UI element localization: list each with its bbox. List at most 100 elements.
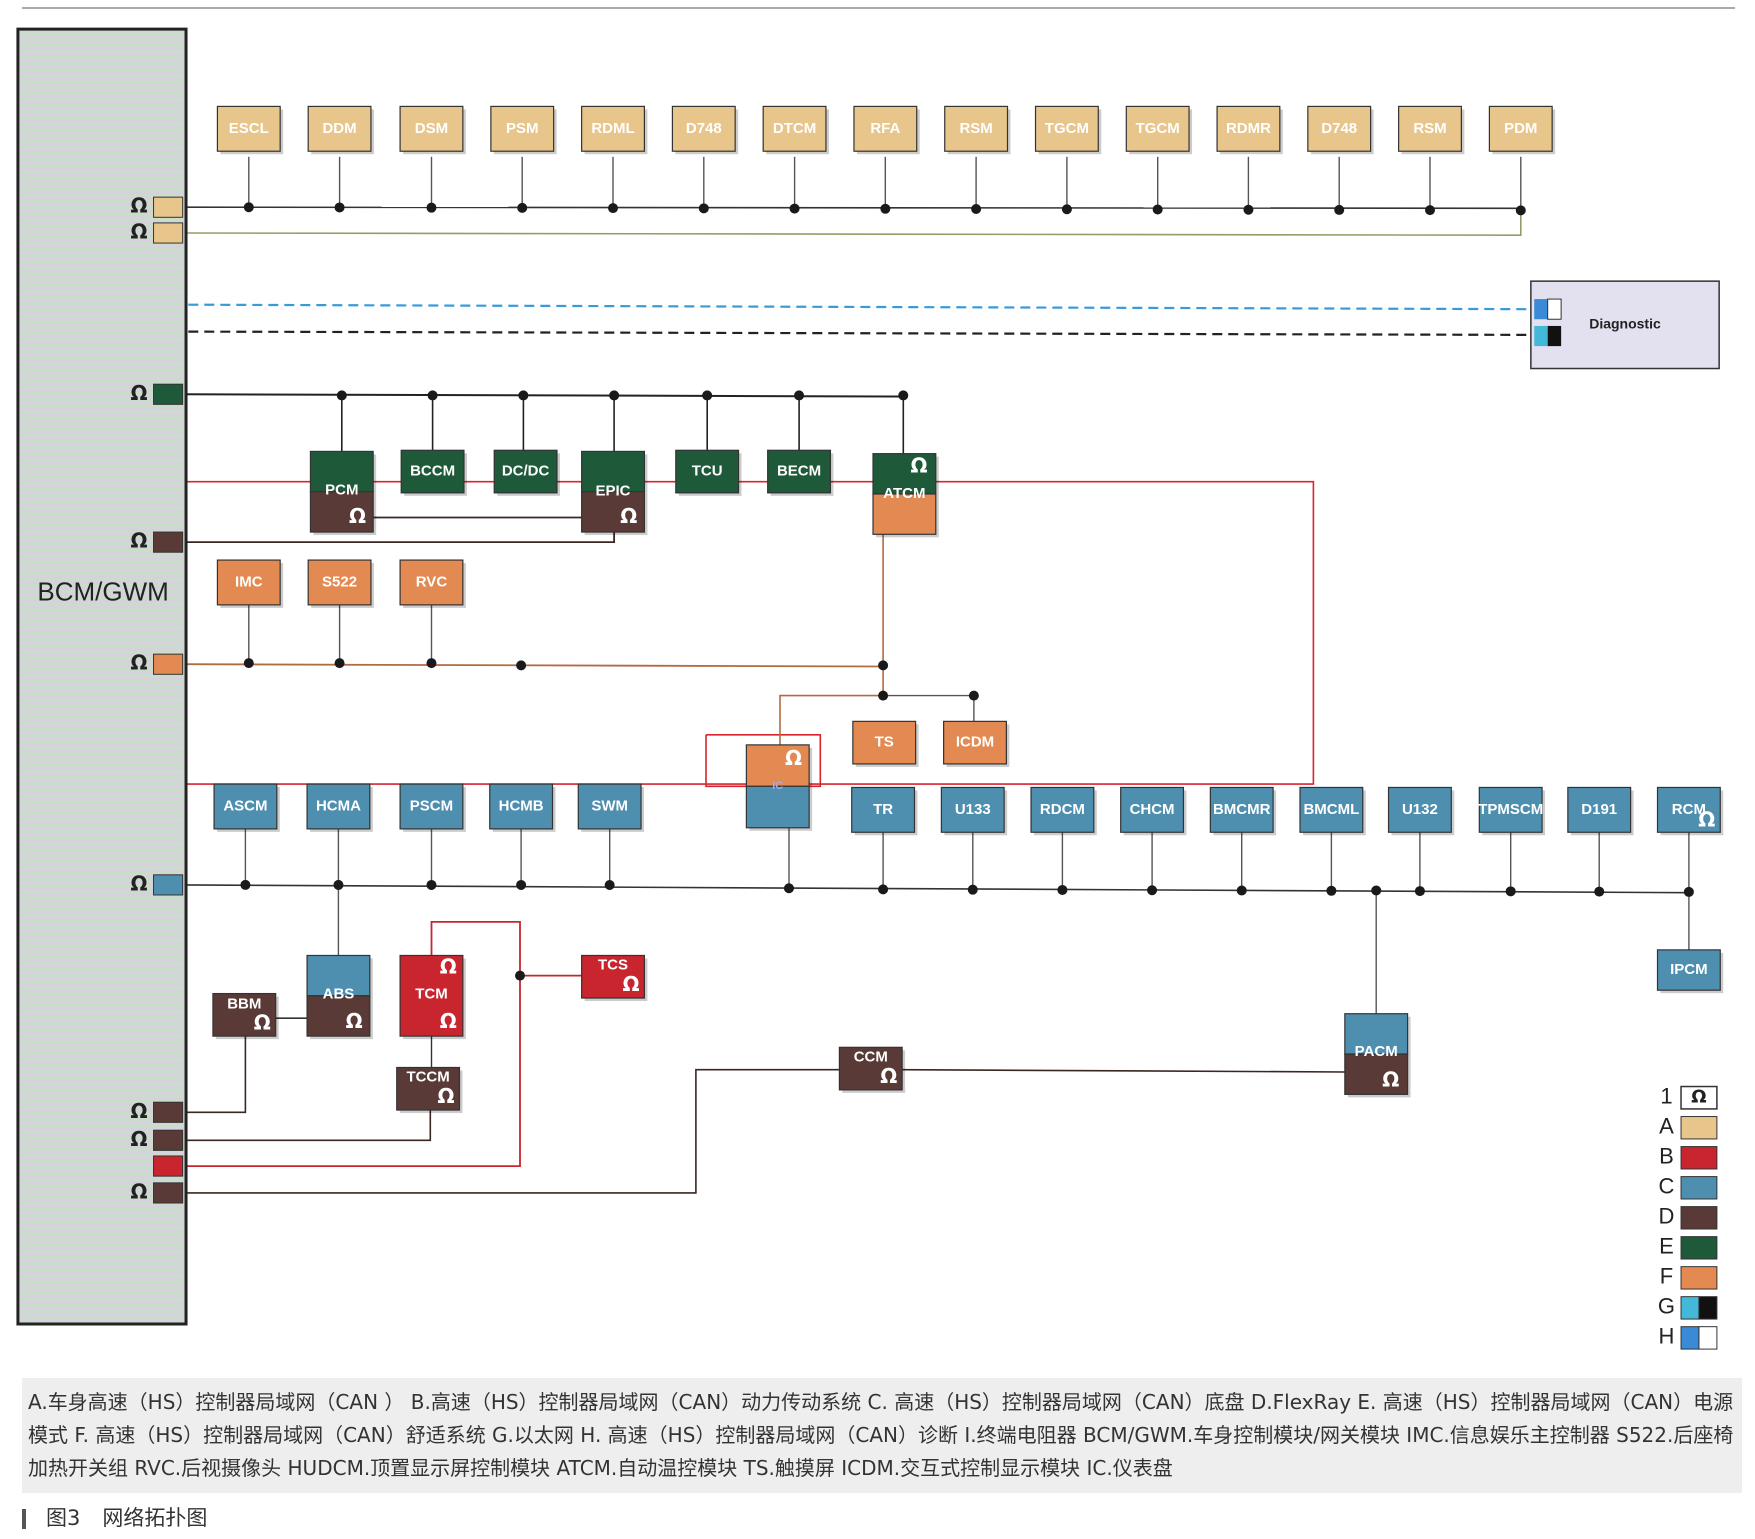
junction-dot [336,390,347,401]
terminating-resistor-icon: Ω [130,871,147,895]
module-rdml [581,105,645,152]
bcm-port [153,653,184,675]
junction-dot [698,203,709,214]
module-tccm-label: TCCM [406,1069,449,1086]
module-icdm-label: ICDM [956,734,994,751]
terminating-resistor-icon: Ω [1691,1087,1706,1108]
legend-key-1: 1 [1660,1084,1672,1109]
terminating-resistor-icon: Ω [346,1009,363,1033]
junction-dot [783,883,794,894]
legend-key-g: G [1658,1294,1675,1319]
module-abs-label: ABS [323,986,355,1003]
module-rdml-label: RDML [591,120,634,137]
terminating-resistor-icon: Ω [440,1009,457,1033]
terminating-resistor-icon: Ω [910,454,927,478]
module-pacm [1344,1013,1409,1095]
terminating-resistor-icon: Ω [1382,1067,1399,1091]
bus-a-low [182,211,1522,237]
figure-title-line: 图3 网络拓扑图 [22,1502,207,1532]
module-ipcm-label: IPCM [1670,961,1708,978]
module-bccm [400,449,465,494]
legend-key-e: E [1659,1234,1674,1259]
bus-g-ethernet [188,330,1534,336]
bcm-port [153,531,184,553]
module-hcma [306,783,371,830]
module-atcm-label: ATCM [883,485,925,502]
module-dtcm [762,105,827,152]
module-hcma-label: HCMA [316,797,361,814]
terminating-resistor-icon: Ω [1698,808,1715,832]
junction-dot [518,390,529,401]
module-icdm [943,720,1007,765]
module-rdcm [1030,786,1095,833]
module-ipcm [1656,949,1721,991]
junction-dot [878,660,889,671]
module-rvc [399,559,464,606]
bus-a-high [182,206,1521,210]
bus-f-comfort [182,663,884,668]
bus-d-flexray-tccm [182,1110,432,1142]
module-u132 [1387,786,1452,833]
module-ts [852,720,917,765]
caption-bar [22,1509,26,1529]
legend-swatch-d [1680,1206,1718,1230]
junction-dot [789,203,800,214]
terminating-resistor-icon: Ω [620,504,637,528]
junction-dot [1594,886,1605,897]
module-becm-label: BECM [777,463,821,480]
module-rsm [944,105,1009,152]
junction-dot [968,690,979,701]
junction-dot [1505,886,1516,897]
junction-dot [334,658,345,669]
diagnostic-port-g [1534,325,1548,347]
junction-dot [1334,204,1345,215]
legend-key-c: C [1659,1174,1675,1199]
legend-swatch-g [1680,1296,1700,1320]
module-bmcml [1299,786,1364,833]
junction-dot [1057,884,1068,895]
junction-dot [1515,205,1526,216]
module-u133-label: U133 [955,801,991,818]
diagnostic-port-h [1534,299,1548,320]
figure-number: 图3 [46,1506,81,1530]
module-d748 [1307,105,1372,152]
junction-dot [515,970,525,981]
module-pdm-label: PDM [1504,120,1537,137]
module-ic-label: IC [772,780,783,792]
module-escl [216,105,281,152]
junction-dot [898,390,909,401]
module-rdcm-label: RDCM [1040,801,1085,818]
module-tgcm-label: TGCM [1136,120,1180,137]
module-rsm [1398,105,1462,152]
module-abs [306,954,371,1037]
module-pdm [1488,105,1553,152]
junction-dot [1243,204,1254,215]
module-bmcml-label: BMCML [1303,801,1359,818]
junction-dot [426,658,437,669]
junction-dot [333,879,344,890]
resistor-highlight-box [705,734,822,788]
junction-dot [517,202,528,213]
module-d748-label: D748 [686,120,722,137]
module-tcs [581,954,645,999]
module-rsm-label: RSM [1413,120,1446,137]
module-s522 [307,559,372,606]
module-tgcm [1034,105,1099,152]
module-chcm-label: CHCM [1130,801,1175,818]
module-rsm-label: RSM [959,120,992,137]
bcm-port [153,1129,184,1151]
figure-title: 网络拓扑图 [102,1506,208,1530]
junction-dot [880,203,891,214]
bus-b-powertrain [182,921,521,1167]
bus-h-diagnostic [188,303,1534,311]
terminating-resistor-icon: Ω [880,1064,897,1088]
module-u133 [940,786,1005,833]
module-bmcmr-label: BMCMR [1213,801,1271,818]
junction-dot [516,879,527,890]
legend-key-a: A [1659,1114,1674,1139]
module-swm-label: SWM [591,797,628,814]
junction-dot [426,879,437,890]
bcm-port [153,1155,184,1177]
module-rcm-label: RCM [1672,801,1706,818]
